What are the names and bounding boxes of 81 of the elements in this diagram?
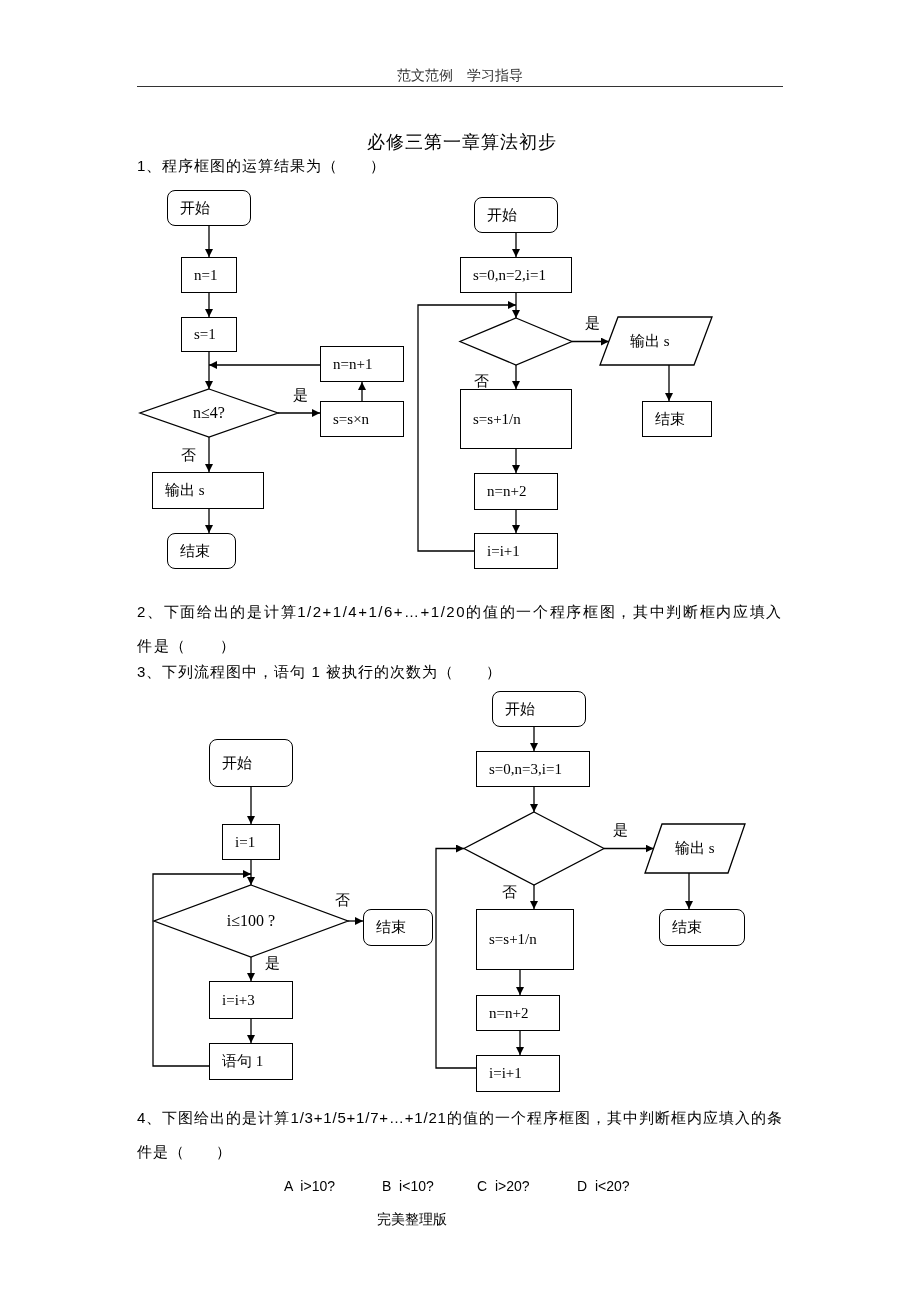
- edge-label: 否: [334, 891, 350, 909]
- connector-line: [515, 292, 517, 306]
- terminal-box: 开始: [209, 739, 293, 787]
- process-box: s=0,n=3,i=1: [476, 751, 590, 787]
- arrow: [277, 409, 321, 417]
- output-parallelogram: 输出 s: [600, 317, 712, 365]
- terminal-box: 开始: [167, 190, 251, 226]
- arrow: [516, 969, 524, 996]
- decision-diamond: n≤4?: [140, 389, 278, 437]
- terminal-box: 开始: [474, 197, 558, 233]
- question-text: 1、程序框图的运算结果为（ ）: [137, 156, 387, 176]
- arrow: [205, 225, 213, 258]
- process-box: n=n+2: [476, 995, 560, 1031]
- terminal-box: 结束: [363, 909, 433, 946]
- arrow: [205, 364, 213, 390]
- edge-label: 是: [292, 386, 308, 404]
- arrow: [247, 956, 255, 982]
- terminal-box: 结束: [659, 909, 745, 946]
- arrow: [152, 870, 252, 1067]
- process-box: s=s×n: [320, 401, 404, 437]
- process-box: i=i+3: [209, 981, 293, 1019]
- process-box: n=n+2: [474, 473, 558, 510]
- edge-label: 否: [501, 883, 517, 901]
- process-box: i=i+1: [476, 1055, 560, 1092]
- arrow: [603, 844, 655, 853]
- arrow: [358, 381, 366, 402]
- process-box: s=0,n=2,i=1: [460, 257, 572, 293]
- page-header: 范文范例 学习指导: [397, 66, 523, 85]
- edge-label: 是: [264, 954, 280, 972]
- arrow: [571, 337, 610, 346]
- arrow: [685, 872, 693, 910]
- process-box: s=1: [181, 317, 237, 352]
- process-box: s=s+1/n: [476, 909, 574, 970]
- answer-option: B i<10?: [382, 1176, 434, 1196]
- arrow: [512, 304, 520, 319]
- arrow: [205, 508, 213, 534]
- decision-diamond: [464, 812, 604, 885]
- answer-option: A i>10?: [284, 1176, 335, 1196]
- question-text: 2、下面给出的是计算1/2+1/4+1/6+…+1/20的值的一个程序框图，其中判断框内应填入件是（ ）: [137, 602, 783, 656]
- arrow: [512, 232, 520, 258]
- page-footer: 完美整理版: [377, 1210, 447, 1230]
- output-parallelogram: 输出 s: [645, 824, 745, 873]
- arrow: [417, 301, 517, 552]
- answer-option: D i<20?: [577, 1176, 630, 1196]
- question-text: 3、下列流程图中，语句 1 被执行的次数为（ ）: [137, 662, 503, 682]
- process-box: i=1: [222, 824, 280, 860]
- arrow: [247, 786, 255, 825]
- decision-diamond: [460, 318, 572, 365]
- process-box: n=n+1: [320, 346, 404, 382]
- process-box: i=i+1: [474, 533, 558, 569]
- arrow: [516, 1030, 524, 1056]
- process-box: 输出 s: [152, 472, 264, 509]
- arrow: [512, 448, 520, 474]
- question-text: 4、下图给出的是计算1/3+1/5+1/7+…+1/21的值的一个程序框图，其中判断框内应填入的条件是（ ）: [137, 1108, 783, 1162]
- edge-label: 否: [180, 446, 196, 464]
- arrow: [205, 436, 213, 473]
- answer-option: C i>20?: [477, 1176, 530, 1196]
- edge-label: 否: [473, 372, 489, 390]
- arrow: [347, 917, 364, 925]
- process-box: n=1: [181, 257, 237, 293]
- arrow: [247, 1018, 255, 1044]
- arrow: [530, 884, 538, 910]
- terminal-box: 结束: [167, 533, 236, 569]
- arrow: [247, 873, 255, 886]
- connector-line: [208, 351, 210, 366]
- arrow: [665, 364, 673, 402]
- page-title: 必修三第一章算法初步: [367, 132, 557, 152]
- arrow: [530, 786, 538, 813]
- terminal-box: 开始: [492, 691, 586, 727]
- process-box: 结束: [642, 401, 712, 437]
- edge-label: 是: [584, 314, 600, 332]
- process-box: 语句 1: [209, 1043, 293, 1080]
- edge-label: 是: [612, 821, 628, 839]
- connector-line: [250, 859, 252, 875]
- arrow: [205, 292, 213, 318]
- arrow: [530, 726, 538, 752]
- arrow: [512, 509, 520, 534]
- process-box: s=s+1/n: [460, 389, 572, 449]
- arrow: [435, 844, 477, 1069]
- arrow: [208, 361, 321, 369]
- arrow: [512, 364, 520, 390]
